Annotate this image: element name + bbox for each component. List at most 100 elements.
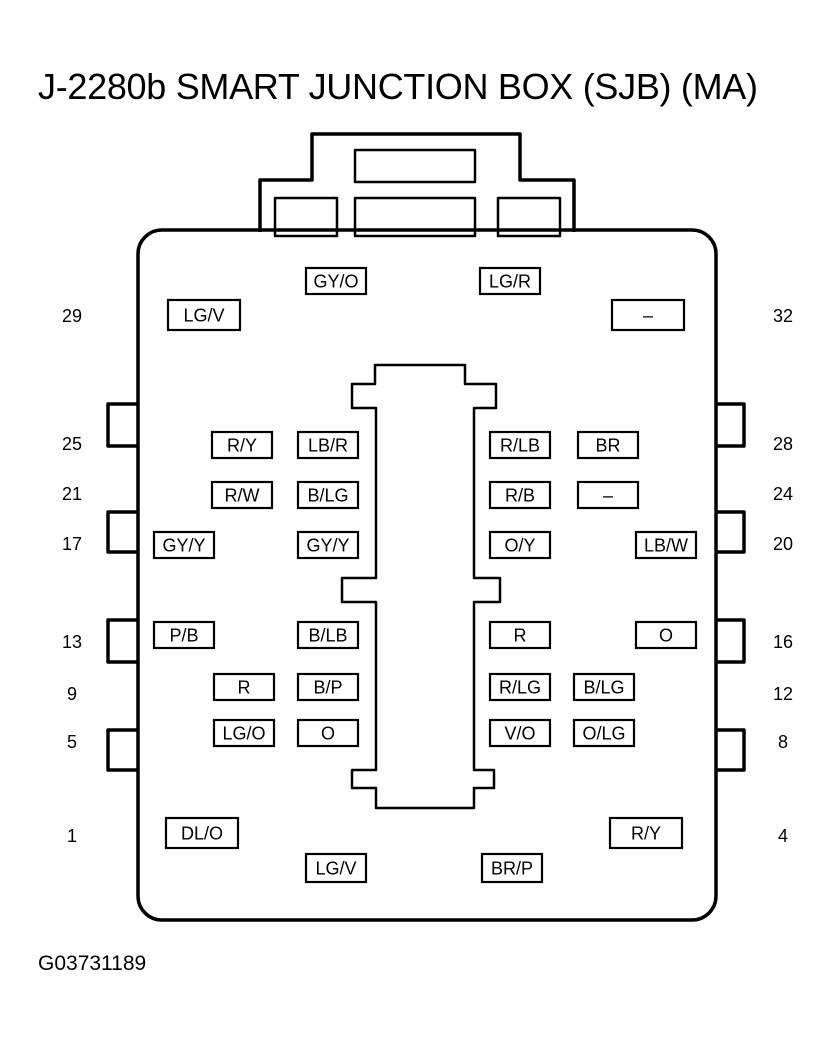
wire-color-code: R/Y [631, 824, 661, 844]
side-tab-left-2 [106, 510, 138, 554]
side-tab-right-1 [716, 402, 746, 448]
wire-color-code: R [514, 626, 527, 646]
figure-id: G03731189 [38, 952, 147, 975]
wire-color-code: LG/R [489, 272, 531, 292]
wire-label-a20a: O/Y [488, 530, 552, 560]
wire-label-a8a: V/O [488, 718, 552, 748]
pin-number-left-29: 29 [62, 306, 82, 326]
wire-color-code: R/Y [227, 436, 257, 456]
wire-label-t1: GY/O [304, 266, 368, 296]
wire-label-a28a: R/LB [488, 430, 552, 460]
wire-color-code: LB/R [308, 436, 348, 456]
wire-color-code: R/LG [499, 678, 541, 698]
wire-label-a17b: GY/Y [296, 530, 360, 560]
wire-label-box [610, 298, 686, 332]
wire-label-box [166, 298, 242, 332]
wire-label-a5a: LG/O [212, 718, 276, 748]
wire-label-box [210, 430, 274, 460]
wire-label-a20b: LB/W [634, 530, 698, 560]
side-tab-left-1 [106, 402, 138, 448]
wire-label-box [572, 672, 636, 702]
wire-color-code: BR/P [491, 859, 533, 879]
pin-number-left-17: 17 [62, 534, 82, 554]
wire-label-box [296, 480, 360, 510]
wire-label-box [488, 530, 552, 560]
wire-color-code: B/LB [308, 626, 347, 646]
pin-number-right-4: 4 [778, 826, 788, 846]
wire-color-code: R [238, 678, 251, 698]
wire-label-box [296, 620, 360, 650]
connector-body [136, 228, 718, 922]
wire-color-code: P/B [169, 626, 198, 646]
wire-label-box [488, 480, 552, 510]
wire-color-code: BR [595, 436, 620, 456]
wire-color-code: – [603, 486, 613, 506]
wire-label-box [572, 718, 636, 748]
wire-label-a25a: R/Y [210, 430, 274, 460]
wire-color-code: B/LG [583, 678, 624, 698]
wire-label-box [576, 430, 640, 460]
wire-label-box [634, 620, 698, 650]
wire-color-code: LB/W [644, 536, 688, 556]
side-tab-right-3 [716, 618, 746, 664]
wire-label-box [480, 852, 544, 884]
wire-color-code: DL/O [181, 824, 223, 844]
wire-label-box [488, 620, 552, 650]
wire-color-code: O/Y [504, 536, 535, 556]
wire-label-box [296, 672, 360, 702]
pin-number-right-8: 8 [778, 732, 788, 752]
wire-label-a13b: B/LB [296, 620, 360, 650]
wire-color-code: GY/Y [306, 536, 349, 556]
wire-color-code: LG/O [222, 724, 265, 744]
wire-label-box [212, 672, 276, 702]
wire-label-a1: DL/O [164, 816, 240, 850]
pin-number-left-21: 21 [62, 484, 82, 504]
side-tab-right-4 [716, 728, 746, 772]
latch-window-center [353, 196, 477, 238]
diagram-title: J-2280b SMART JUNCTION BOX (SJB) (MA) [38, 66, 758, 107]
wire-label-a29: LG/V [166, 298, 242, 332]
wire-label-box [296, 430, 360, 460]
pin-number-right-12: 12 [773, 684, 793, 704]
wire-label-t2: LG/R [478, 266, 542, 296]
wire-label-box [152, 620, 216, 650]
wire-label-a12b: B/LG [572, 672, 636, 702]
wire-label-a28b: BR [576, 430, 640, 460]
wire-color-code: LG/V [183, 306, 224, 326]
latch-window-right [496, 196, 562, 238]
wire-color-code: R/W [225, 486, 260, 506]
pin-number-left-5: 5 [67, 732, 77, 752]
wire-label-box [634, 530, 698, 560]
pin-number-left-13: 13 [62, 632, 82, 652]
wire-label-a5b: O [296, 718, 360, 748]
pin-number-right-32: 32 [773, 306, 793, 326]
wire-color-code: V/O [504, 724, 535, 744]
wire-label-a9a: R [212, 672, 276, 702]
wire-label-a21b: B/LG [296, 480, 360, 510]
wire-color-code: GY/O [313, 272, 358, 292]
wire-label-a13a: P/B [152, 620, 216, 650]
wire-label-a24a: R/B [488, 480, 552, 510]
pin-number-left-25: 25 [62, 434, 82, 454]
wire-label-a16a: R [488, 620, 552, 650]
wire-label-b1: LG/V [304, 852, 368, 884]
wire-label-a17a: GY/Y [152, 530, 216, 560]
pin-number-right-16: 16 [773, 632, 793, 652]
wire-color-code: R/B [505, 486, 535, 506]
wire-label-box [164, 816, 240, 850]
pin-number-left-1: 1 [67, 826, 77, 846]
wire-label-box [488, 672, 552, 702]
wire-label-a32: – [610, 298, 686, 332]
wire-color-code: – [643, 306, 653, 326]
center-keyway [340, 363, 502, 810]
wire-label-box [488, 718, 552, 748]
wire-label-layer: GY/O LG/R LG/V – R/Y LB/R R/LB BR R/W B/LG R/B – GY/… [152, 266, 698, 884]
pin-number-right-28: 28 [773, 434, 793, 454]
pin-number-right-24: 24 [773, 484, 793, 504]
wire-label-box [152, 530, 216, 560]
wire-color-code: B/LG [307, 486, 348, 506]
wire-label-a25b: LB/R [296, 430, 360, 460]
wire-label-box [488, 430, 552, 460]
